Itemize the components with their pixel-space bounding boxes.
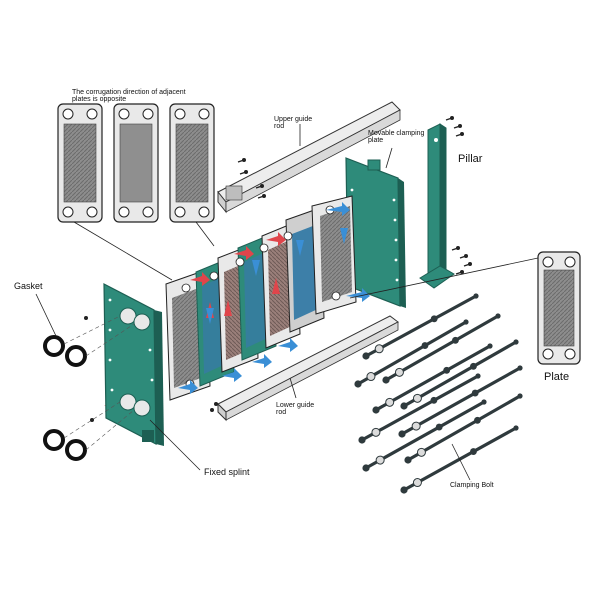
plate-pack: [165, 195, 357, 401]
clamping-bolt-6: [358, 373, 481, 444]
corrugation-leader-1: [73, 221, 173, 281]
gasket-upper-right: [65, 345, 87, 367]
clamping-bolt-4: [372, 343, 493, 414]
plate-label: Plate: [544, 371, 570, 383]
pillar: [419, 123, 455, 289]
clamping-bolt-5: [400, 339, 519, 410]
corrugation-plate-2: [113, 103, 159, 223]
clamping-bolt-1: [362, 293, 479, 360]
corrugation-plate-1: [57, 103, 103, 223]
standalone-plate: [349, 251, 581, 365]
corrugation-plates-group: [57, 103, 215, 281]
movable-clamping-plate: [345, 147, 406, 308]
pillar-label: Pillar: [458, 153, 483, 165]
upper-guide-rod-label: Upper guide rod: [274, 116, 313, 131]
lower-guide-rod: [210, 315, 399, 422]
pillar-bolts: [445, 116, 472, 275]
gasket-lower-right: [65, 439, 87, 461]
corrugation-plate-3: [169, 103, 215, 223]
lower-guide-rod-label: Lower guide rod: [276, 402, 315, 417]
movable-clamping-plate-label: Movable clamping plate: [368, 130, 425, 145]
corrugation-note-label: The corrugation direction of adjacent pl…: [72, 89, 186, 104]
fixed-splint-label: Fixed splint: [204, 467, 250, 477]
clamping-bolt-3: [382, 313, 501, 384]
clamping-bolt-2: [354, 319, 469, 388]
clamping-bolt-8: [362, 399, 487, 472]
gasket-label: Gasket: [14, 281, 43, 291]
gasket-lower-left: [43, 429, 65, 451]
gaskets: [35, 293, 135, 461]
corrugation-leader-2: [195, 221, 215, 247]
clamping-bolts: [354, 293, 523, 494]
clamping-bolt-9: [404, 393, 523, 464]
clamping-bolt-10: [400, 425, 519, 494]
upper-rod-bolts: [237, 158, 266, 199]
clamping-bolt-label: Clamping Bolt: [450, 482, 494, 489]
clamping-bolt-leader: [451, 443, 471, 481]
upper-guide-rod: [217, 101, 401, 214]
clamping-bolt-7: [398, 365, 523, 438]
gasket-upper-left: [43, 335, 65, 357]
fixed-splint: [103, 283, 201, 471]
